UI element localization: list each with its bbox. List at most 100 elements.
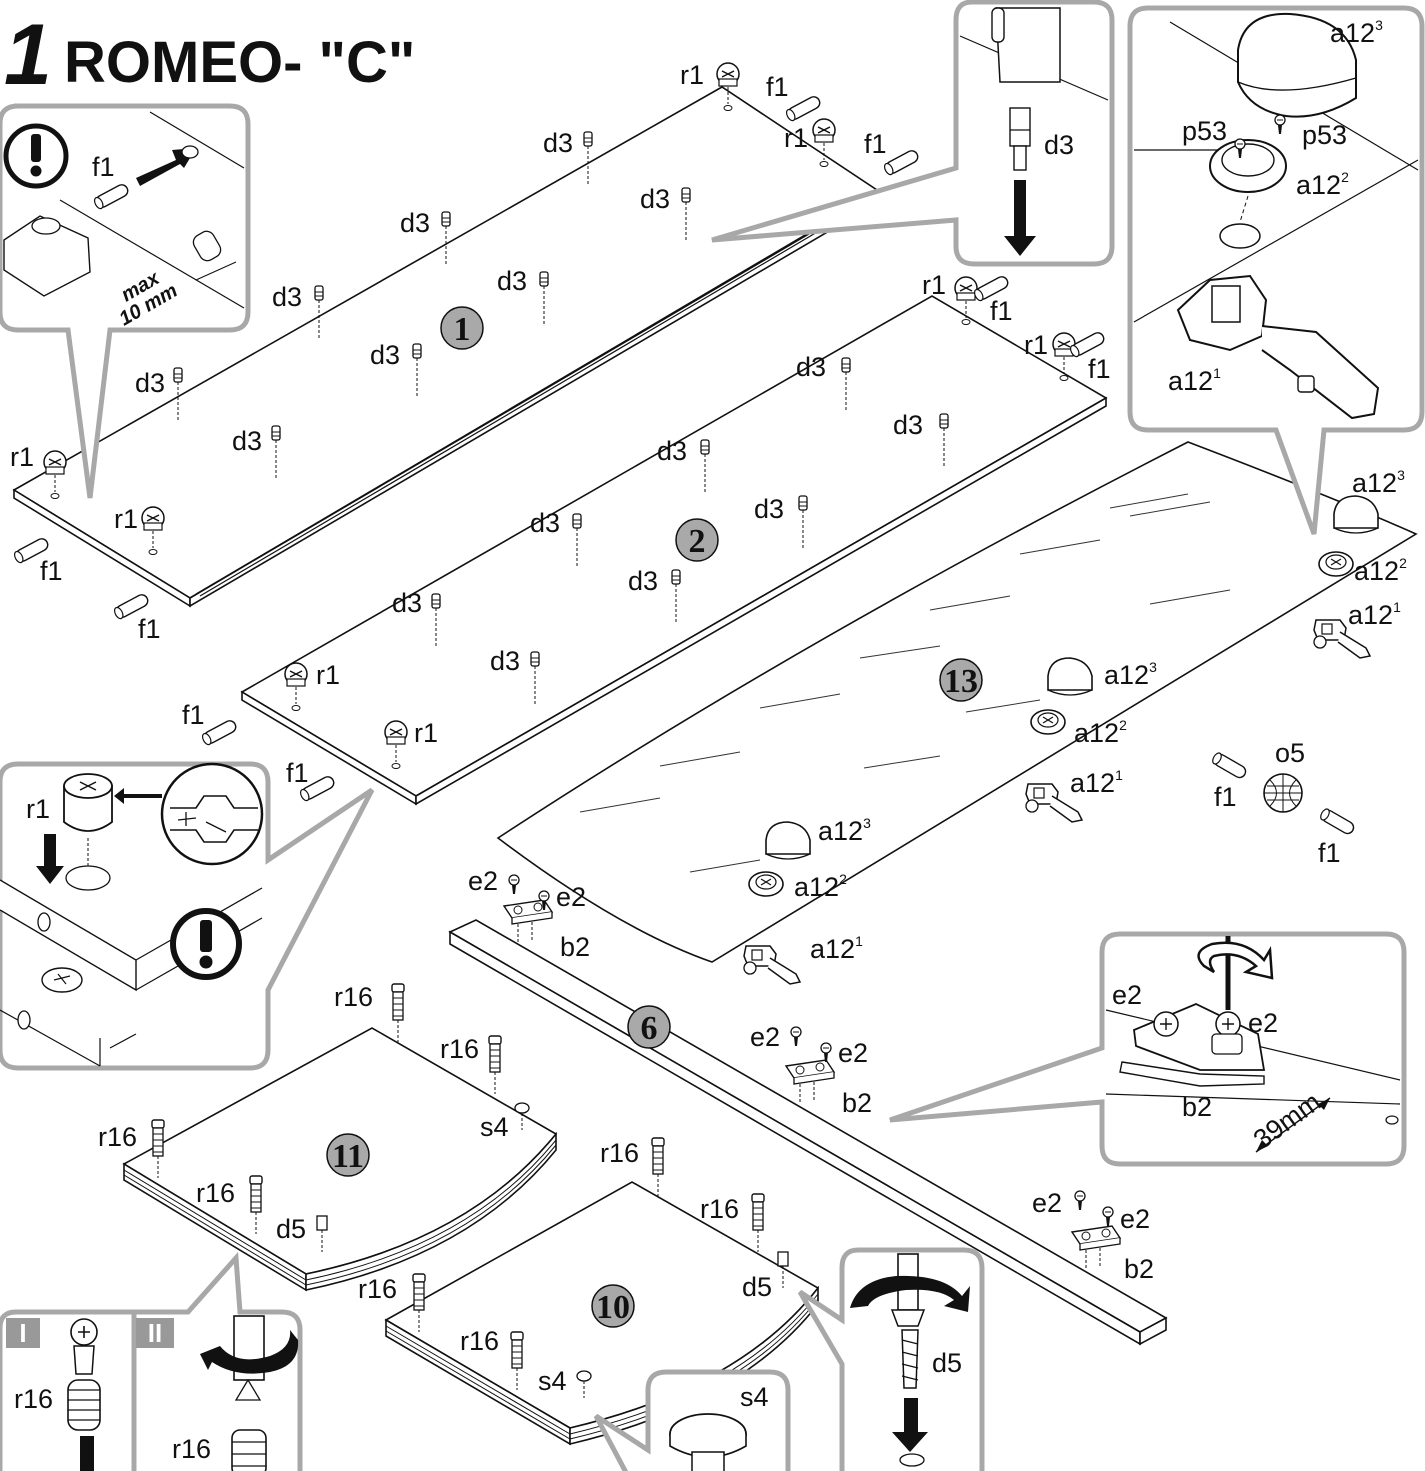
callout-d5: d5	[797, 1247, 985, 1471]
label-f1: f1	[40, 556, 63, 586]
fittings-panel-11	[151, 983, 530, 1252]
step-I-label: I	[19, 1318, 26, 1348]
label-f1: f1	[286, 758, 309, 788]
label-d5: d5	[742, 1272, 772, 1302]
label-a12-1: a121	[810, 933, 863, 964]
part-badge-11	[326, 1133, 370, 1177]
part-number-2: 2	[689, 523, 706, 560]
label-f1: f1	[1088, 354, 1111, 384]
label-p53: p53	[1182, 116, 1227, 146]
part-number-6: 6	[641, 1010, 658, 1047]
label-r16: r16	[14, 1384, 53, 1414]
label-a12-3: a123	[1104, 659, 1157, 690]
label-r1: r1	[414, 718, 438, 748]
label-r1: r1	[1024, 330, 1048, 360]
label-a12-3: a123	[818, 815, 871, 846]
labels-panel-2-fittings: r1 f1 r1 f1 r1 r1 f1 f1	[182, 270, 1111, 788]
panel-11: 11	[122, 1027, 558, 1292]
label-e2: e2	[1032, 1188, 1062, 1218]
label-b2: b2	[842, 1088, 872, 1118]
label-e2: e2	[1120, 1204, 1150, 1234]
label-e2: e2	[838, 1038, 868, 1068]
label-d3: d3	[490, 646, 520, 676]
label-d3: d3	[628, 566, 658, 596]
step-II-label: II	[148, 1318, 162, 1348]
label-r16: r16	[600, 1138, 639, 1168]
label-d3: d3	[392, 588, 422, 618]
product-title: ROMEO- "C"	[64, 30, 415, 95]
label-r16: r16	[98, 1122, 137, 1152]
part-number-1: 1	[454, 311, 471, 348]
labels-panel-6: e2 e2 b2 e2 e2 b2 e2 e2 b2	[468, 866, 1154, 1284]
label-f1: f1	[990, 296, 1013, 326]
label-e2: e2	[750, 1022, 780, 1052]
label-e2: e2	[556, 882, 586, 912]
label-a12-2: a122	[1354, 555, 1407, 586]
callout-cam-lock: r1	[0, 761, 375, 1071]
label-a12-1: a121	[1348, 599, 1401, 630]
label-d5: d5	[932, 1348, 962, 1378]
part-number-11: 11	[332, 1138, 364, 1175]
callout-dowel-depth: f1 max 10 mm	[0, 103, 251, 499]
label-a12-1: a121	[1168, 365, 1221, 396]
labels-panel-10: r16 r16 r16 r16 d5 s4	[358, 1138, 772, 1396]
label-d5: d5	[276, 1214, 306, 1244]
label-a12-3: a123	[1330, 17, 1383, 48]
label-r16: r16	[440, 1034, 479, 1064]
label-b2: b2	[1182, 1092, 1212, 1122]
step-title: 1 ROMEO- "C"	[4, 7, 415, 103]
callout-r16-steps: I II r16 r16	[0, 1251, 303, 1471]
labels-panel-1-fittings: r1 f1 r1 f1 r1 r1 f1 f1	[10, 60, 887, 644]
label-e2: e2	[468, 866, 498, 896]
callout-pin-insert: d3	[711, 0, 1115, 267]
part-badge-13	[939, 658, 983, 702]
label-d3: d3	[400, 208, 430, 238]
label-d3: d3	[640, 184, 670, 214]
label-a12-1: a121	[1070, 767, 1123, 798]
label-d3: d3	[543, 128, 573, 158]
label-r16: r16	[172, 1434, 211, 1464]
label-f1: f1	[92, 152, 115, 182]
label-p53: p53	[1302, 120, 1347, 150]
panel-2: 2	[240, 295, 1108, 806]
label-r16: r16	[460, 1326, 499, 1356]
part-badge-1	[440, 306, 484, 350]
labels-panel-2: d3 d3 d3 d3 d3 d3 d3 d3	[392, 352, 923, 676]
part-badge-6	[627, 1005, 671, 1049]
step-number: 1	[4, 7, 52, 103]
label-d3: d3	[232, 426, 262, 456]
label-f1: f1	[1318, 838, 1341, 868]
label-r16: r16	[358, 1274, 397, 1304]
label-d3: d3	[370, 340, 400, 370]
label-a12-2: a122	[1074, 717, 1127, 748]
label-r1: r1	[114, 504, 138, 534]
label-d3: d3	[1044, 130, 1074, 160]
label-r1: r1	[26, 794, 50, 824]
label-f1: f1	[1214, 782, 1237, 812]
label-f1: f1	[864, 129, 887, 159]
label-f1: f1	[766, 72, 789, 102]
part-badge-2	[675, 518, 719, 562]
label-b2: b2	[560, 932, 590, 962]
label-d3: d3	[893, 410, 923, 440]
label-d3: d3	[754, 494, 784, 524]
label-b2: b2	[1124, 1254, 1154, 1284]
label-s4: s4	[740, 1382, 769, 1412]
labels-a12: a123 a122 a121 a123 a122 a121 a123 a122 …	[794, 467, 1407, 964]
labels-panel-1: d3 d3 d3 d3 d3 d3 d3 d3	[135, 128, 670, 456]
label-r1: r1	[784, 123, 808, 153]
label-a12-2: a122	[794, 871, 847, 902]
label-r16: r16	[700, 1194, 739, 1224]
callout-s4: s4	[593, 1369, 791, 1471]
label-s4: s4	[538, 1366, 567, 1396]
label-r1: r1	[680, 60, 704, 90]
label-r1: r1	[10, 442, 34, 472]
label-s4: s4	[480, 1112, 509, 1142]
panel-13-glass: 13	[496, 441, 1418, 963]
label-d3: d3	[135, 368, 165, 398]
label-d3: d3	[657, 436, 687, 466]
label-a12-3: a123	[1352, 467, 1405, 498]
panel-6: 6	[448, 919, 1168, 1346]
label-d3: d3	[530, 508, 560, 538]
